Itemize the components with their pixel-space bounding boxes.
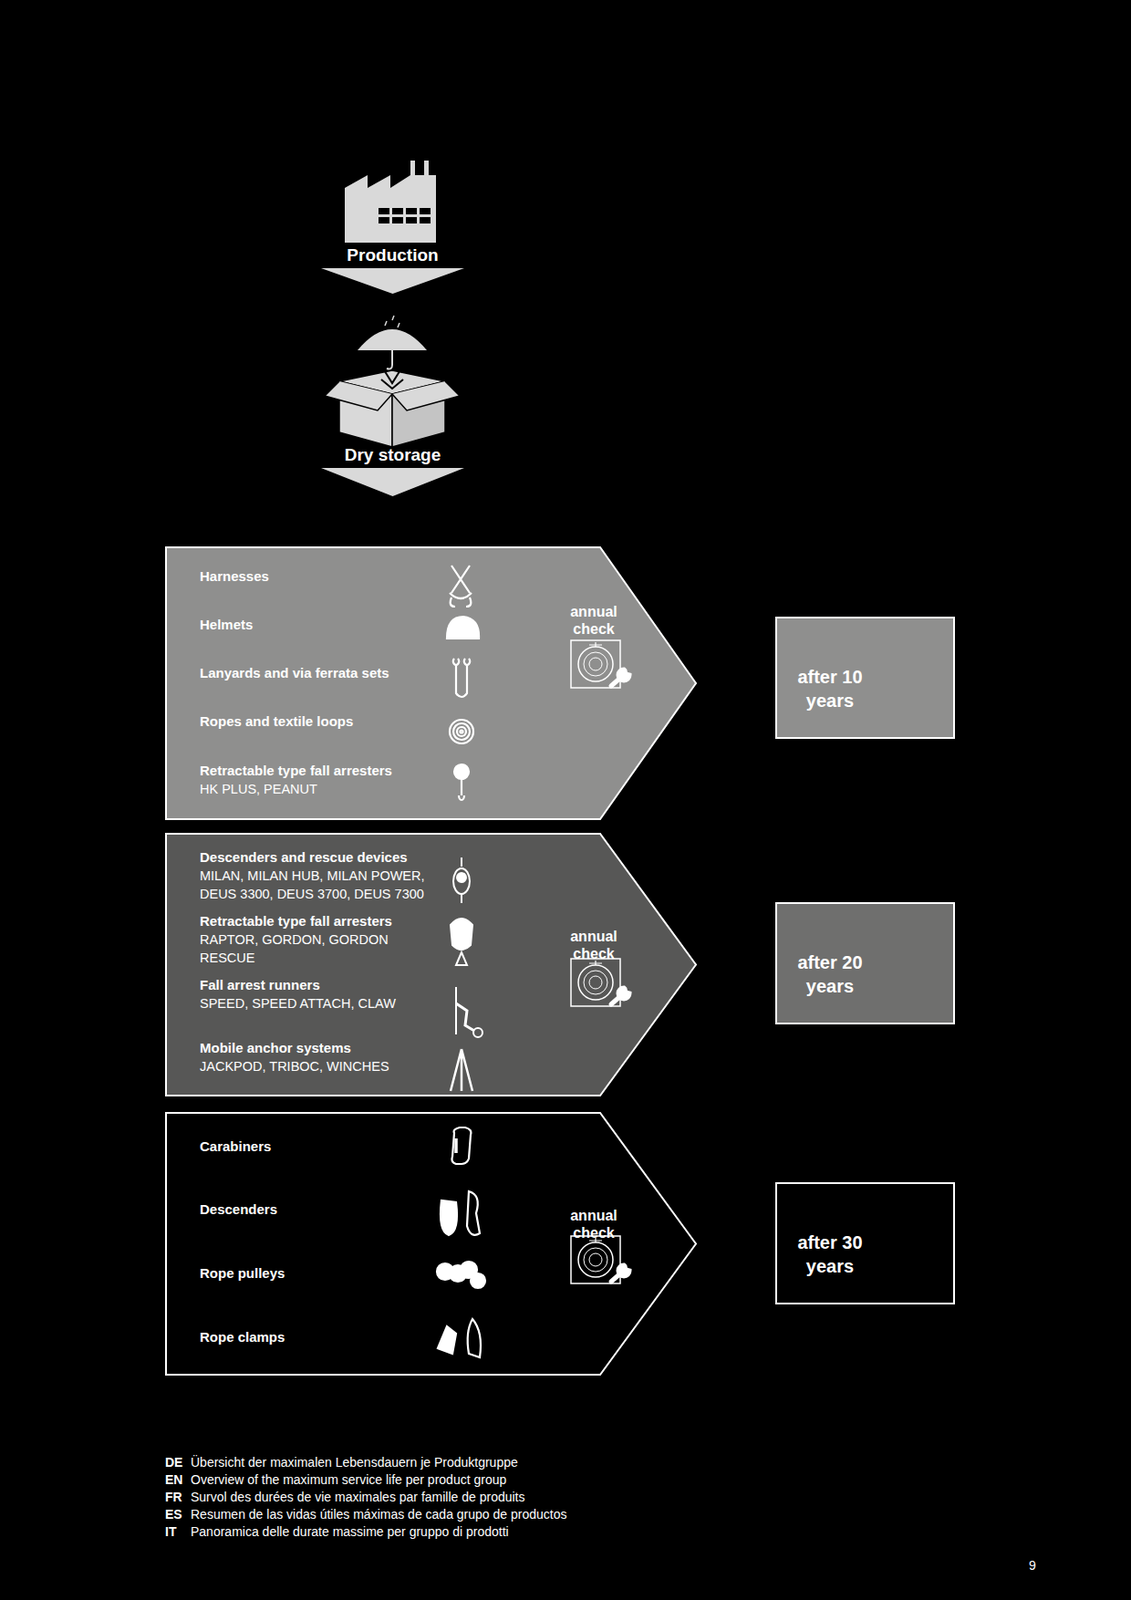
caption-text: Übersicht der maximalen Lebensdauern je …: [190, 1453, 519, 1472]
language-code: IT: [165, 1523, 177, 1541]
service-life-label: after 30 years: [784, 1230, 876, 1278]
check-label: annual check: [552, 1206, 635, 1242]
page-number: 9: [1028, 1556, 1037, 1575]
group-heading: Ropes and textile loops: [199, 712, 442, 730]
product-group-band: CarabinersDescendersRope pulleysRope cla…: [165, 1111, 697, 1376]
step-label: Production: [321, 244, 465, 267]
service-life-label: after 10 years: [784, 664, 876, 713]
process-step: Dry storage: [321, 444, 465, 497]
caption-text: Survol des durées de vie maximales par f…: [190, 1488, 526, 1506]
group-heading: Descenders: [199, 1200, 442, 1218]
language-code: DE: [165, 1453, 183, 1472]
check-label: annual check: [552, 602, 635, 638]
group-heading: Harnesses: [199, 567, 442, 585]
caption-text: Panoramica delle durate massime per grup…: [190, 1523, 509, 1541]
product-list: MILAN, MILAN HUB, MILAN POWER, DEUS 3300…: [199, 866, 442, 903]
group-heading: Helmets: [199, 615, 442, 633]
language-code: ES: [165, 1505, 183, 1524]
group-heading: Retractable type fall arresters: [199, 912, 442, 930]
band-outline: [166, 547, 696, 820]
process-step: Production: [321, 244, 465, 294]
caption-text: Resumen de las vidas útiles máximas de c…: [190, 1505, 567, 1524]
language-code: FR: [165, 1488, 183, 1506]
product-list: JACKPOD, TRIBOC, WINCHES: [199, 1057, 442, 1076]
disposal-box: after 10 years: [775, 616, 955, 739]
group-heading: Carabiners: [199, 1137, 442, 1155]
disposal-box: after 30 years: [775, 1182, 955, 1305]
product-group-band: HarnessesHelmetsLanyards and via ferrata…: [165, 546, 697, 820]
band-outline: [166, 1112, 696, 1375]
product-group-band: Descenders and rescue devicesMILAN, MILA…: [165, 832, 697, 1097]
band-outline: [166, 833, 696, 1096]
group-heading: Retractable type fall arresters: [199, 761, 442, 779]
group-heading: Lanyards and via ferrata sets: [199, 664, 442, 682]
product-list: RAPTOR, GORDON, GORDON RESCUE: [199, 930, 442, 967]
check-label: annual check: [552, 927, 635, 963]
disposal-box: after 20 years: [775, 902, 955, 1025]
group-heading: Rope pulleys: [199, 1264, 442, 1282]
product-list: SPEED, SPEED ATTACH, CLAW: [199, 994, 442, 1013]
service-life-label: after 20 years: [784, 950, 876, 998]
step-label: Dry storage: [321, 444, 465, 467]
group-heading: Descenders and rescue devices: [199, 848, 442, 866]
group-heading: Rope clamps: [199, 1328, 442, 1346]
caption-text: Overview of the maximum service life per…: [190, 1471, 507, 1489]
product-list: HK PLUS, PEANUT: [199, 779, 442, 799]
group-heading: Fall arrest runners: [199, 975, 442, 994]
language-code: EN: [165, 1471, 183, 1489]
group-heading: Mobile anchor systems: [199, 1038, 442, 1057]
